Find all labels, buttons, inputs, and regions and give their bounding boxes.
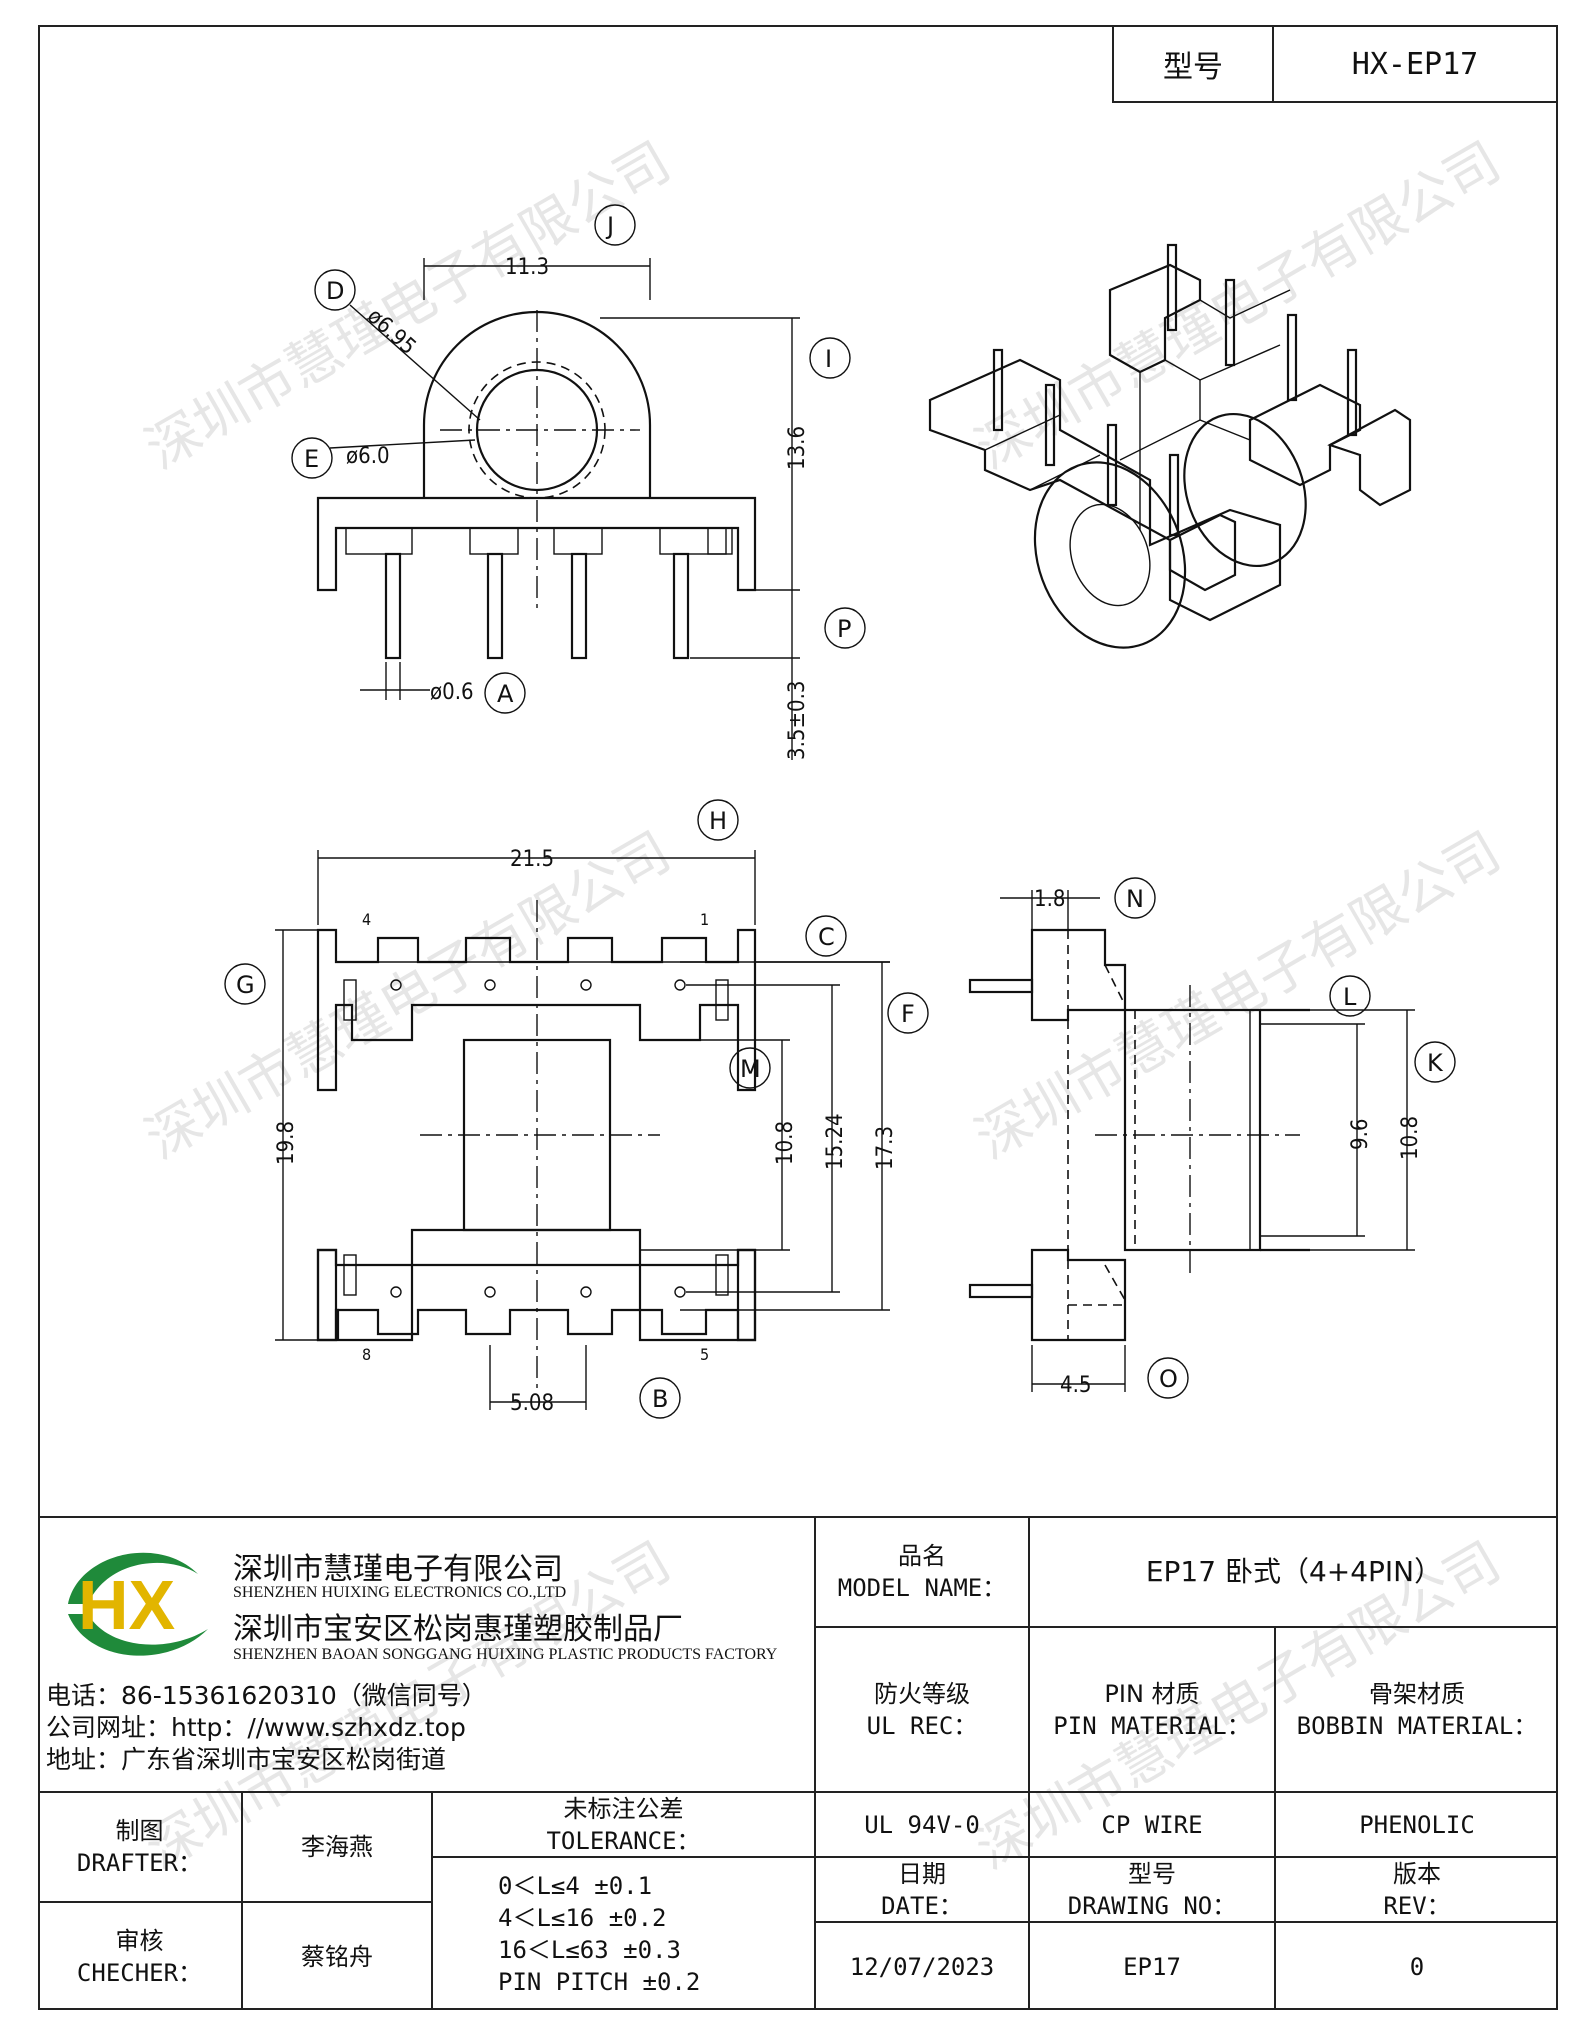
svg-text:深圳市慧瑾电子有限公司: 深圳市慧瑾电子有限公司 bbox=[965, 820, 1511, 1172]
callout-f: F bbox=[887, 992, 929, 1034]
dim-11-3: 11.3 bbox=[505, 255, 549, 280]
svg-text:深圳市慧瑾电子有限公司: 深圳市慧瑾电子有限公司 bbox=[135, 820, 681, 1172]
drafter-name: 李海燕 bbox=[301, 1833, 373, 1861]
svg-text:P: P bbox=[837, 615, 851, 643]
pin-material-value: CP WIRE bbox=[1101, 1810, 1203, 1839]
date-value: 12/07/2023 bbox=[849, 1952, 995, 1981]
svg-text:G: G bbox=[236, 971, 255, 999]
title-block: HX 深圳市慧瑾电子有限公司 SHENZHEN HUIXING ELECTRON… bbox=[38, 1516, 1558, 2010]
dim-4-5: 4.5 bbox=[1060, 1373, 1091, 1398]
front-view: 11.3 13.6 3.5±0.3 ø6.95 ø6.0 ø0.6 bbox=[316, 255, 810, 760]
svg-text:M: M bbox=[740, 1055, 761, 1083]
header-type-value: HX-EP17 bbox=[1272, 25, 1558, 103]
svg-text:E: E bbox=[304, 445, 319, 473]
factory-name-en: SHENZHEN BAOAN SONGGANG HUIXING PLASTIC … bbox=[233, 1646, 778, 1663]
dim-13-6: 13.6 bbox=[785, 426, 810, 470]
drawing-sheet bbox=[38, 25, 1558, 2010]
svg-text:B: B bbox=[652, 1385, 668, 1413]
ul-rec-value: UL 94V-0 bbox=[864, 1810, 980, 1839]
dim-17-3: 17.3 bbox=[873, 1126, 898, 1170]
tolerance-row: 4＜L≤16 ±0.2 bbox=[498, 1904, 667, 1932]
pin-number-8: 8 bbox=[362, 1345, 371, 1364]
callout-l: L bbox=[1329, 975, 1371, 1017]
side-view: 1.8 9.6 10.8 4.5 bbox=[968, 887, 1423, 1398]
callout-p: P bbox=[824, 607, 866, 649]
top-view: 4 1 8 5 21.5 19.8 17.3 15.24 10.8 5.08 bbox=[274, 847, 898, 1416]
tolerance-table: 0＜L≤4 ±0.1 4＜L≤16 ±0.2 16＜L≤63 ±0.3 PIN … bbox=[433, 1858, 814, 2010]
svg-text:H: H bbox=[709, 807, 727, 835]
checker-name: 蔡铭舟 bbox=[301, 1942, 373, 1971]
callout-h: H bbox=[697, 799, 739, 841]
model-name-value: EP17 卧式（4+4PIN） bbox=[1145, 1555, 1443, 1588]
callout-o: O bbox=[1147, 1357, 1189, 1399]
pin-number-1: 1 bbox=[700, 910, 709, 929]
callout-d: D bbox=[314, 269, 356, 311]
pin-number-5: 5 bbox=[700, 1345, 709, 1364]
callouts: J D I E P A H C G F M B N L K O bbox=[224, 204, 1456, 1419]
callout-j: J bbox=[594, 204, 636, 246]
dim-10-8-side: 10.8 bbox=[1398, 1116, 1423, 1160]
callout-c: C bbox=[755, 915, 890, 963]
callout-b: B bbox=[639, 1377, 681, 1419]
svg-text:J: J bbox=[605, 212, 614, 240]
svg-text:N: N bbox=[1126, 885, 1144, 913]
svg-text:D: D bbox=[326, 277, 344, 305]
callout-a: A bbox=[484, 672, 526, 714]
svg-text:C: C bbox=[818, 923, 835, 951]
dim-6-0: ø6.0 bbox=[346, 444, 390, 469]
logo-text: HX bbox=[78, 1566, 176, 1644]
svg-text:I: I bbox=[825, 345, 832, 373]
callout-e: E bbox=[291, 437, 333, 479]
pin-number-4: 4 bbox=[362, 910, 371, 929]
dim-3-5: 3.5±0.3 bbox=[785, 680, 810, 760]
callout-i: I bbox=[809, 337, 851, 379]
dim-15-24: 15.24 bbox=[823, 1113, 848, 1170]
rev-value: 0 bbox=[1409, 1952, 1425, 1981]
dim-0-6: ø0.6 bbox=[430, 680, 474, 705]
svg-text:A: A bbox=[497, 680, 514, 708]
svg-text:K: K bbox=[1427, 1049, 1444, 1077]
company-address: 地址：广东省深圳市宝安区松岗街道 bbox=[46, 1745, 447, 1774]
header-type-label: 型号 bbox=[1112, 25, 1274, 103]
callout-m: M bbox=[729, 1047, 771, 1089]
svg-text:F: F bbox=[901, 1000, 915, 1028]
company-phone: 电话：86-15361620310（微信同号） bbox=[46, 1681, 487, 1710]
drawing-no-value: EP17 bbox=[1123, 1952, 1181, 1981]
dim-21-5: 21.5 bbox=[510, 847, 554, 872]
svg-text:深圳市慧瑾电子有限公司: 深圳市慧瑾电子有限公司 bbox=[135, 130, 681, 482]
factory-name-cn: 深圳市宝安区松岗惠瑾塑胶制品厂 bbox=[233, 1612, 683, 1647]
tolerance-row: PIN PITCH ±0.2 bbox=[498, 1968, 701, 1996]
tolerance-row: 16＜L≤63 ±0.3 bbox=[498, 1936, 681, 1964]
dim-1-8: 1.8 bbox=[1034, 887, 1065, 912]
callout-k: K bbox=[1414, 1041, 1456, 1083]
dim-9-6: 9.6 bbox=[1348, 1119, 1373, 1150]
dim-10-8-top: 10.8 bbox=[773, 1121, 798, 1165]
company-name-cn: 深圳市慧瑾电子有限公司 bbox=[233, 1552, 563, 1587]
callout-g: G bbox=[224, 963, 266, 1005]
company-website: 公司网址：http：//www.szhxdz.top bbox=[46, 1713, 466, 1742]
svg-text:L: L bbox=[1343, 983, 1357, 1011]
isometric-view bbox=[928, 243, 1412, 649]
callout-n: N bbox=[1114, 877, 1156, 919]
dim-19-8: 19.8 bbox=[274, 1121, 299, 1165]
company-logo: HX bbox=[68, 1552, 208, 1656]
dim-5-08: 5.08 bbox=[510, 1391, 554, 1416]
svg-text:O: O bbox=[1159, 1365, 1178, 1393]
company-name-en: SHENZHEN HUIXING ELECTRONICS CO.,LTD bbox=[233, 1584, 567, 1601]
bobbin-material-value: PHENOLIC bbox=[1359, 1810, 1475, 1839]
tolerance-row: 0＜L≤4 ±0.1 bbox=[498, 1872, 653, 1900]
